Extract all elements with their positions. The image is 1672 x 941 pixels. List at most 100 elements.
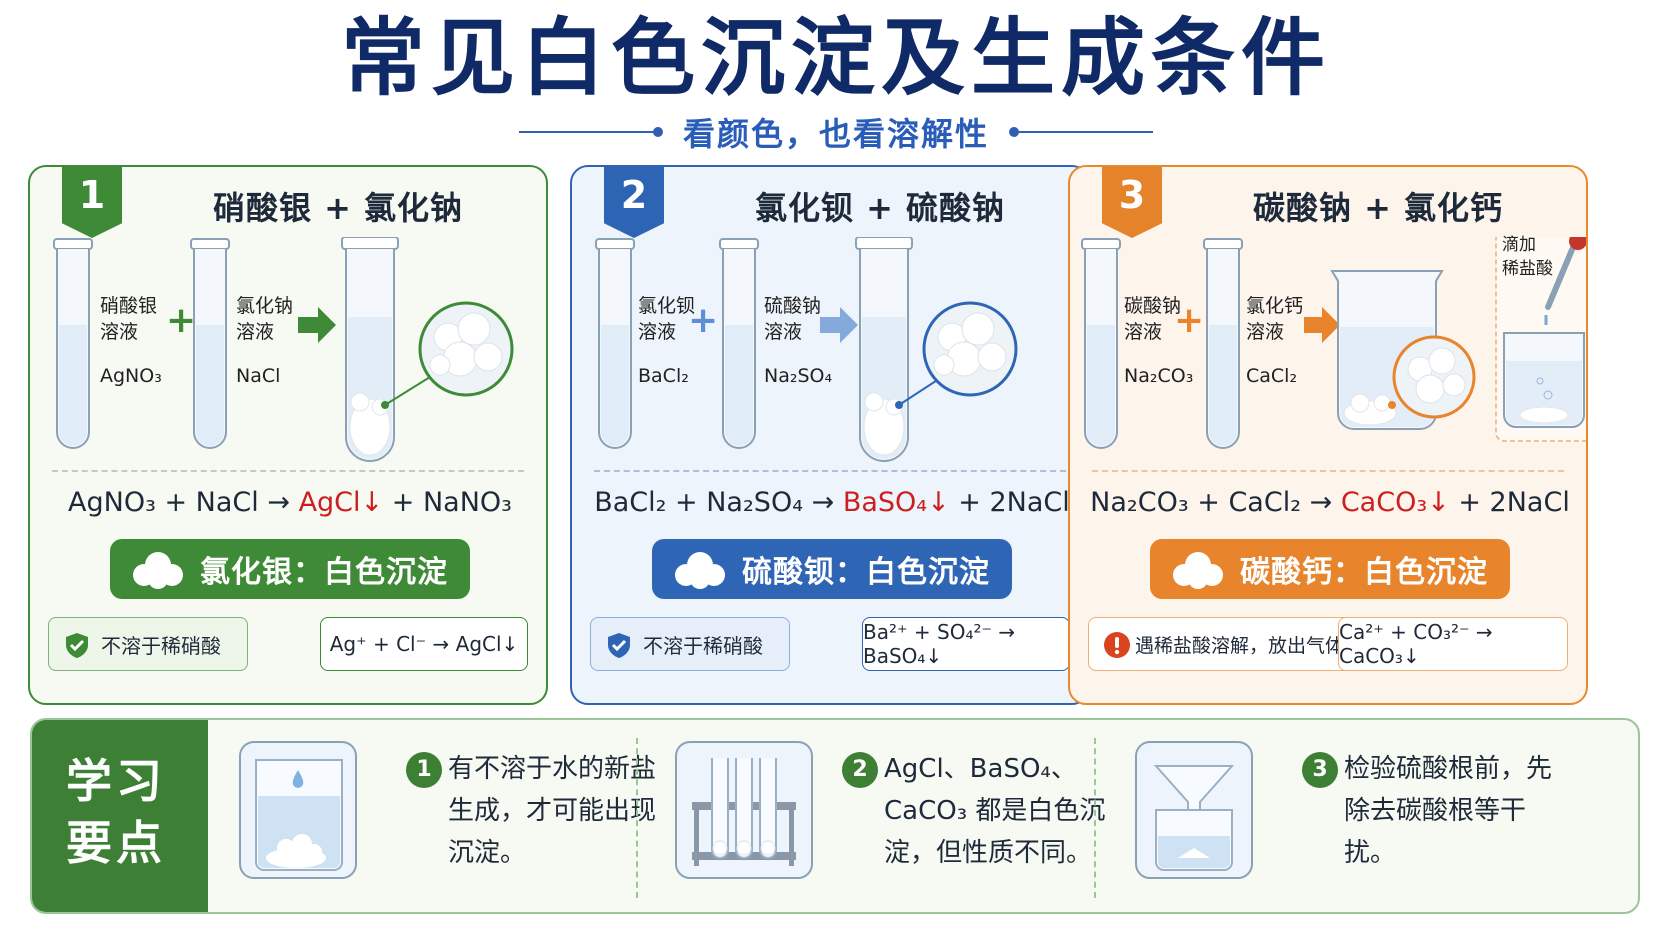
equation-precipitate: AgCl↓ <box>298 487 384 518</box>
plus-icon: + <box>1174 300 1204 341</box>
ionic-equation: Ca²⁺ + CO₃²⁻ → CaCO₃↓ <box>1338 617 1568 671</box>
equation-precipitate: BaSO₄↓ <box>842 487 950 518</box>
subtitle-divider-right <box>1009 127 1153 137</box>
solubility-note-text: 不溶于稀硝酸 <box>643 633 763 658</box>
key-point-text: 有不溶于水的新盐生成，才可能出现沉淀。 <box>448 754 657 868</box>
key-points-heading-text: 学习要点 <box>66 754 166 870</box>
ionic-equation: Ag⁺ + Cl⁻ → AgCl↓ <box>320 617 528 671</box>
ionic-equation: Ba²⁺ + SO₄²⁻ → BaSO₄↓ <box>862 617 1070 671</box>
dropper-label: 滴加 稀盐酸 <box>1502 235 1553 279</box>
dashed-divider <box>1092 470 1564 472</box>
shield-check-icon <box>66 633 88 658</box>
key-points-panel: 学习要点 1 有不溶于水的新盐生成，才可能出现沉淀。 2 AgCl、BaSO₄、… <box>30 718 1640 914</box>
equation-byproduct: + NaNO₃ <box>383 487 512 518</box>
dashed-divider <box>52 470 524 472</box>
test-tube-2-icon <box>190 238 230 449</box>
plus-icon: + <box>688 300 718 341</box>
tube-2-formula: NaCl <box>236 365 281 387</box>
key-point-2: 2 AgCl、BaSO₄、CaCO₃ 都是白色沉淀，但性质不同。 <box>644 720 1114 912</box>
key-points-heading: 学习要点 <box>32 720 208 912</box>
key-point-1: 1 有不溶于水的新盐生成，才可能出现沉淀。 <box>208 720 678 912</box>
precipitate-magnifier-icon <box>1392 335 1476 419</box>
test-tube-product-icon <box>341 237 399 462</box>
tube-2-name: 硫酸钠 溶液 <box>764 295 822 343</box>
arrow-right-icon <box>820 307 858 343</box>
tube-1-formula: BaCl₂ <box>638 365 689 387</box>
test-tube-product-icon <box>855 237 913 462</box>
beaker-precipitate-icon <box>239 741 357 879</box>
equation-byproduct: + 2NaCl <box>949 487 1070 518</box>
panel-number-badge: 1 <box>62 167 122 238</box>
test-tube-1-icon <box>1081 238 1121 449</box>
page-subtitle: 看颜色，也看溶解性 <box>682 115 989 153</box>
dashed-divider <box>594 470 1066 472</box>
solubility-note-text: 遇稀盐酸溶解，放出气体 <box>1135 634 1345 657</box>
reaction-scene: + <box>572 237 1088 467</box>
key-point-text: AgCl、BaSO₄、CaCO₃ 都是白色沉淀，但性质不同。 <box>884 754 1106 868</box>
tube-1-formula: Na₂CO₃ <box>1124 365 1194 387</box>
page-title: 常见白色沉淀及生成条件 <box>340 9 1331 107</box>
equation-reactants: Na₂CO₃ + CaCl₂ → <box>1090 487 1341 518</box>
tube-1-name: 硝酸银 溶液 <box>100 295 158 343</box>
tube-2-name: 氯化钠 溶液 <box>236 295 294 343</box>
test-tube-1-icon <box>53 238 93 449</box>
tube-2-formula: Na₂SO₄ <box>764 365 833 387</box>
panel-title: 硝酸银 + 氯化钠 <box>212 189 464 227</box>
key-point-text: 检验硫酸根前，先除去碳酸根等干扰。 <box>1344 754 1553 868</box>
alert-icon <box>1104 632 1130 658</box>
plus-icon: + <box>166 300 196 341</box>
test-tube-2-icon <box>719 238 759 449</box>
subtitle-divider-left <box>518 127 663 137</box>
solubility-note-text: 不溶于稀硝酸 <box>101 633 221 658</box>
test-tube-1-icon <box>595 238 635 449</box>
tube-2-name: 氯化钙 溶液 <box>1246 295 1304 343</box>
solubility-note: 不溶于稀硝酸 <box>590 617 790 671</box>
result-text: 碳酸钙：白色沉淀 <box>1240 555 1488 590</box>
precipitate-magnifier-icon <box>922 301 1018 397</box>
panel-number-badge: 2 <box>604 167 664 238</box>
reaction-illustration: + <box>595 237 1018 462</box>
arrow-right-icon <box>1304 307 1340 343</box>
precipitate-icon <box>133 552 183 589</box>
result-badge: 硫酸钡：白色沉淀 <box>652 539 1012 599</box>
precipitate-icon <box>675 552 725 589</box>
reaction-panel-3: 3 碳酸钠 + 氯化钙 + <box>1068 165 1588 705</box>
reaction-panel-2: 2 氯化钡 + 硫酸钠 + <box>570 165 1090 705</box>
test-tube-2-icon <box>1203 238 1243 449</box>
tube-1-name: 碳酸钠 溶液 <box>1124 295 1182 343</box>
key-point-3: 3 检验硫酸根前，先除去碳酸根等干扰。 <box>1104 720 1574 912</box>
result-badge: 碳酸钙：白色沉淀 <box>1150 539 1510 599</box>
tube-1-name: 氯化钡 溶液 <box>638 295 696 343</box>
reaction-panel-1: 1 硝酸银 + 氯化钠 + <box>28 165 548 705</box>
acid-test-inset <box>1495 237 1586 442</box>
solubility-note: 遇稀盐酸溶解，放出气体 <box>1088 617 1358 671</box>
tube-2-formula: CaCl₂ <box>1246 365 1298 387</box>
test-tube-rack-icon <box>675 741 813 879</box>
equation-reactants: AgNO₃ + NaCl → <box>68 487 299 518</box>
shield-check-icon <box>608 633 630 658</box>
key-point-number: 1 <box>406 752 442 788</box>
panel-title: 碳酸钠 + 氯化钙 <box>1252 189 1504 227</box>
result-badge: 氯化银：白色沉淀 <box>110 539 470 599</box>
key-point-number: 2 <box>842 752 878 788</box>
equation-precipitate: CaCO₃↓ <box>1340 487 1450 518</box>
result-text: 硫酸钡：白色沉淀 <box>742 555 990 590</box>
reaction-illustration: + <box>53 237 514 462</box>
subtitle-row: 看颜色，也看溶解性 <box>0 112 1672 153</box>
reaction-scene: + <box>30 237 546 467</box>
dashed-separator <box>636 738 638 898</box>
reaction-equation: Na₂CO₃ + CaCl₂ → CaCO₃↓ + 2NaCl <box>1070 487 1586 518</box>
dashed-separator <box>1094 738 1096 898</box>
precipitate-icon <box>1173 552 1223 589</box>
equation-reactants: BaCl₂ + Na₂SO₄ → <box>594 487 843 518</box>
solubility-note: 不溶于稀硝酸 <box>48 617 248 671</box>
panel-title: 氯化钡 + 硫酸钠 <box>754 189 1006 227</box>
reaction-equation: AgNO₃ + NaCl → AgCl↓ + NaNO₃ <box>30 487 546 518</box>
result-text: 氯化银：白色沉淀 <box>200 555 448 590</box>
reaction-scene: + <box>1070 235 1586 467</box>
reaction-illustration: + <box>1081 237 1586 449</box>
precipitate-magnifier-icon <box>418 301 514 397</box>
equation-byproduct: + 2NaCl <box>1449 487 1570 518</box>
arrow-right-icon <box>298 307 336 343</box>
key-point-number: 3 <box>1302 752 1338 788</box>
